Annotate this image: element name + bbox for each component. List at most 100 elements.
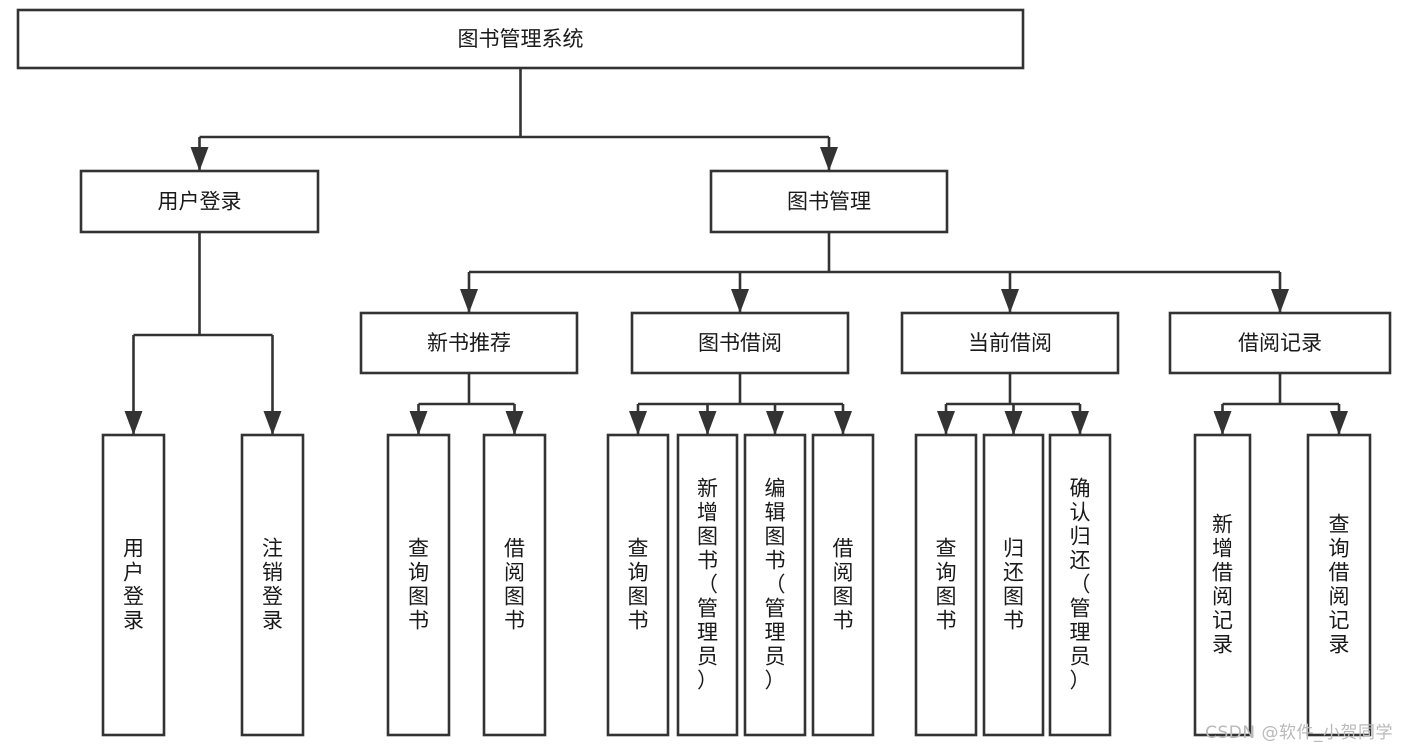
- node-label-char: 管: [765, 597, 786, 621]
- node-label-char: 增: [697, 501, 718, 525]
- node-label-char: 登: [123, 585, 144, 609]
- node-label-char: 阅: [1329, 585, 1350, 609]
- node-label-char: 增: [1212, 537, 1233, 561]
- arrow-head-icon: [731, 289, 749, 313]
- node-label-char: 销: [262, 561, 283, 585]
- node-label-char: 员: [697, 645, 718, 669]
- node-label-char: 确: [1070, 477, 1091, 501]
- arrow-head-icon: [629, 411, 647, 435]
- node-label: 图书管理系统: [458, 27, 584, 51]
- node-level3[interactable]: 借阅记录: [1168, 311, 1392, 375]
- arrow-head-icon: [124, 411, 143, 435]
- node-border: [630, 311, 850, 375]
- node-label-char: ）: [697, 669, 718, 693]
- node-label-char: 用: [123, 537, 144, 561]
- node-label-char: 理: [697, 621, 718, 645]
- node-border: [914, 433, 978, 737]
- node-border: [900, 311, 1120, 375]
- arrow-head-icon: [1271, 289, 1289, 313]
- node-label-char: 书: [1003, 609, 1024, 633]
- node-border: [1306, 433, 1372, 737]
- node-label-char: （: [765, 573, 786, 597]
- node-label-char: 新: [1212, 513, 1233, 537]
- node-label-char: 录: [1329, 633, 1350, 657]
- node-border: [709, 169, 949, 234]
- arrow-head-icon: [1330, 411, 1348, 435]
- node-label-char: 图: [936, 585, 957, 609]
- node-border: [1168, 311, 1392, 375]
- node-leaf[interactable]: 用户登录: [101, 433, 166, 737]
- node-border: [676, 433, 739, 737]
- node-label-char: 辑: [765, 501, 786, 525]
- arrow-head-icon: [460, 289, 478, 313]
- arrow-head-icon: [766, 411, 784, 435]
- node-label-char: 书: [697, 549, 718, 573]
- node-label-char: 查: [408, 537, 429, 561]
- node-label-char: 户: [123, 561, 144, 585]
- node-label: 当前借阅: [968, 331, 1052, 355]
- node-border: [982, 433, 1045, 737]
- node-root[interactable]: 图书管理系统: [16, 8, 1025, 70]
- node-label-char: 录: [1212, 633, 1233, 657]
- node-label-char: 阅: [1212, 585, 1233, 609]
- node-label-char: 书: [765, 549, 786, 573]
- node-label-char: 理: [1070, 621, 1091, 645]
- node-label-char: 管: [1070, 597, 1091, 621]
- csdn-watermark: CSDN @软件_小贺同学: [1205, 723, 1393, 743]
- node-border: [482, 433, 547, 737]
- node-label-char: 录: [262, 609, 283, 633]
- node-border: [359, 311, 579, 375]
- node-border: [606, 433, 670, 737]
- node-label-char: 理: [765, 621, 786, 645]
- node-label-char: ）: [765, 669, 786, 693]
- arrow-head-icon: [263, 411, 282, 435]
- arrow-head-icon: [409, 411, 428, 435]
- node-label-char: 注: [262, 537, 283, 561]
- node-border: [386, 433, 451, 737]
- node-label-char: 还: [1003, 561, 1024, 585]
- node-label-char: 图: [765, 525, 786, 549]
- node-level3[interactable]: 当前借阅: [900, 311, 1120, 375]
- nodes-layer: 图书管理系统用户登录图书管理新书推荐图书借阅当前借阅借阅记录用户登录注销登录查询…: [16, 8, 1392, 737]
- node-label-char: 还: [1070, 549, 1091, 573]
- node-label: 用户登录: [158, 190, 242, 214]
- node-label-char: 员: [765, 645, 786, 669]
- node-label-char: 图: [408, 585, 429, 609]
- node-label: 图书借阅: [698, 331, 782, 355]
- node-level2[interactable]: 图书管理: [709, 169, 949, 234]
- arrow-head-icon: [190, 147, 209, 171]
- node-label-char: 阅: [833, 561, 854, 585]
- node-label-char: 书: [936, 609, 957, 633]
- node-border: [101, 433, 166, 737]
- node-label-char: 借: [1329, 561, 1350, 585]
- node-label-char: 记: [1212, 609, 1233, 633]
- node-level3[interactable]: 图书借阅: [630, 311, 850, 375]
- node-label-char: 图: [628, 585, 649, 609]
- node-border: [1193, 433, 1252, 737]
- node-level2[interactable]: 用户登录: [79, 169, 320, 234]
- node-label-char: 记: [1329, 609, 1350, 633]
- node-label-char: 图: [833, 585, 854, 609]
- node-level3[interactable]: 新书推荐: [359, 311, 579, 375]
- arrow-head-icon: [1213, 411, 1232, 435]
- arrow-head-icon: [820, 147, 838, 171]
- node-label-char: （: [697, 573, 718, 597]
- node-label-char: 录: [123, 609, 144, 633]
- node-label-char: ）: [1070, 669, 1091, 693]
- node-label: 图书管理: [787, 190, 871, 214]
- arrow-head-icon: [505, 411, 524, 435]
- node-label-char: 员: [1070, 645, 1091, 669]
